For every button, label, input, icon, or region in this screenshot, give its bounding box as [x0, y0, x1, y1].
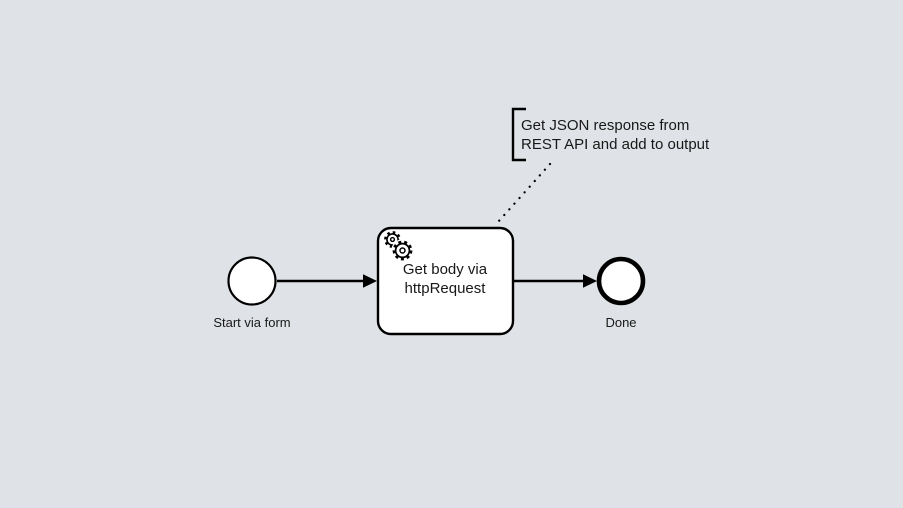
task-label-line2: httpRequest	[404, 280, 486, 297]
service-gears-icon	[384, 231, 414, 262]
gear-hub	[399, 247, 406, 254]
gear-hub	[389, 236, 396, 243]
annotation-bracket[interactable]	[511, 107, 526, 162]
gear-teeth	[392, 240, 413, 261]
sequence-flow-task-to-end[interactable]	[514, 274, 597, 288]
end-event-shape[interactable]	[596, 256, 646, 306]
sequence-flow-start-to-task[interactable]	[277, 274, 377, 288]
annotation-line1: Get JSON response from	[521, 117, 690, 134]
arrowhead-icon	[363, 274, 377, 288]
service-task-label[interactable]: Get body via httpRequest	[377, 260, 513, 298]
task-label-line1: Get body via	[402, 261, 488, 278]
annotation-line2: REST API and add to output	[521, 136, 710, 153]
end-event-label[interactable]: Done	[605, 315, 637, 330]
start-event-shape[interactable]	[227, 256, 277, 306]
text-annotation[interactable]: Get JSON response from REST API and add …	[521, 116, 751, 154]
gear-teeth	[384, 231, 401, 248]
start-event-label[interactable]: Start via form	[213, 315, 291, 330]
arrowhead-icon	[583, 274, 597, 288]
association-dotted-line[interactable]	[496, 162, 552, 224]
